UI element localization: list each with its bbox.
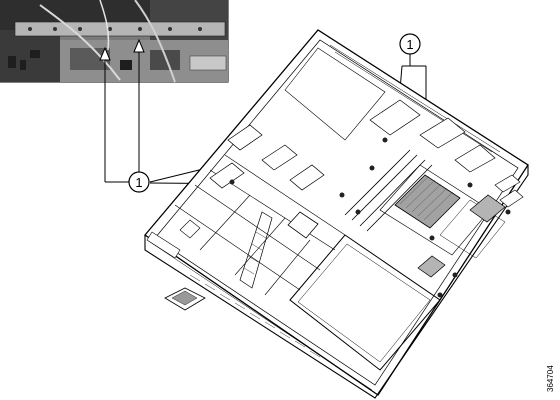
removable-card <box>164 287 206 311</box>
inset-photo <box>0 0 229 83</box>
figure-id: 364704 <box>546 365 555 392</box>
chassis-body <box>144 29 529 399</box>
callout-label-top-right: 1 <box>406 37 413 52</box>
screws <box>229 137 511 298</box>
small-heatsink <box>417 194 506 278</box>
heatsink <box>394 174 461 229</box>
callout-marker-left: 1 <box>128 171 150 193</box>
callout-marker-top-right: 1 <box>399 33 421 55</box>
callout-label-left: 1 <box>135 175 142 190</box>
